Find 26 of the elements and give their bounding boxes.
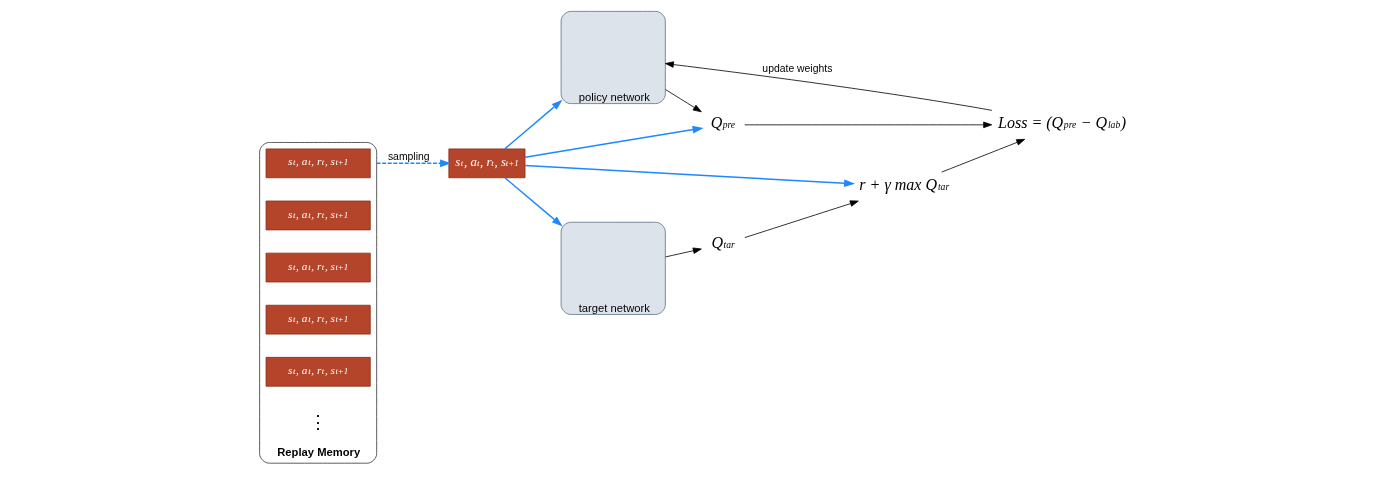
arrow bbox=[524, 164, 855, 188]
node-text: Loss = (Qpre − Qlab) bbox=[997, 114, 1126, 132]
node-box: target network bbox=[560, 221, 666, 315]
arrow bbox=[664, 247, 702, 258]
arrow bbox=[375, 159, 451, 168]
node-box: st, at, rt, st+1 bbox=[265, 252, 371, 283]
node-box: st, at, rt, st+1 bbox=[447, 148, 525, 179]
label: ⋮ bbox=[308, 412, 327, 433]
node-text: r + γ max Qtar bbox=[858, 175, 949, 193]
arrow bbox=[664, 89, 702, 113]
node-box: st, at, rt, st+1 bbox=[265, 148, 371, 179]
node-text: Qpre bbox=[710, 114, 735, 132]
arrow bbox=[503, 177, 563, 227]
edge-label: sampling bbox=[387, 151, 430, 163]
node-box: st, at, rt, st+1 bbox=[265, 304, 371, 335]
node-box: policy network bbox=[560, 11, 666, 104]
edge-label: update weights bbox=[761, 63, 832, 75]
arrow bbox=[503, 99, 562, 150]
arrow bbox=[940, 138, 1025, 173]
arrow bbox=[523, 125, 704, 158]
node-text: Qtar bbox=[710, 233, 735, 251]
arrow bbox=[664, 61, 992, 111]
node-box: st, at, rt, st+1 bbox=[265, 200, 371, 231]
arrow bbox=[743, 200, 859, 238]
node-box: st, at, rt, st+1 bbox=[265, 356, 371, 387]
arrow bbox=[743, 121, 992, 129]
